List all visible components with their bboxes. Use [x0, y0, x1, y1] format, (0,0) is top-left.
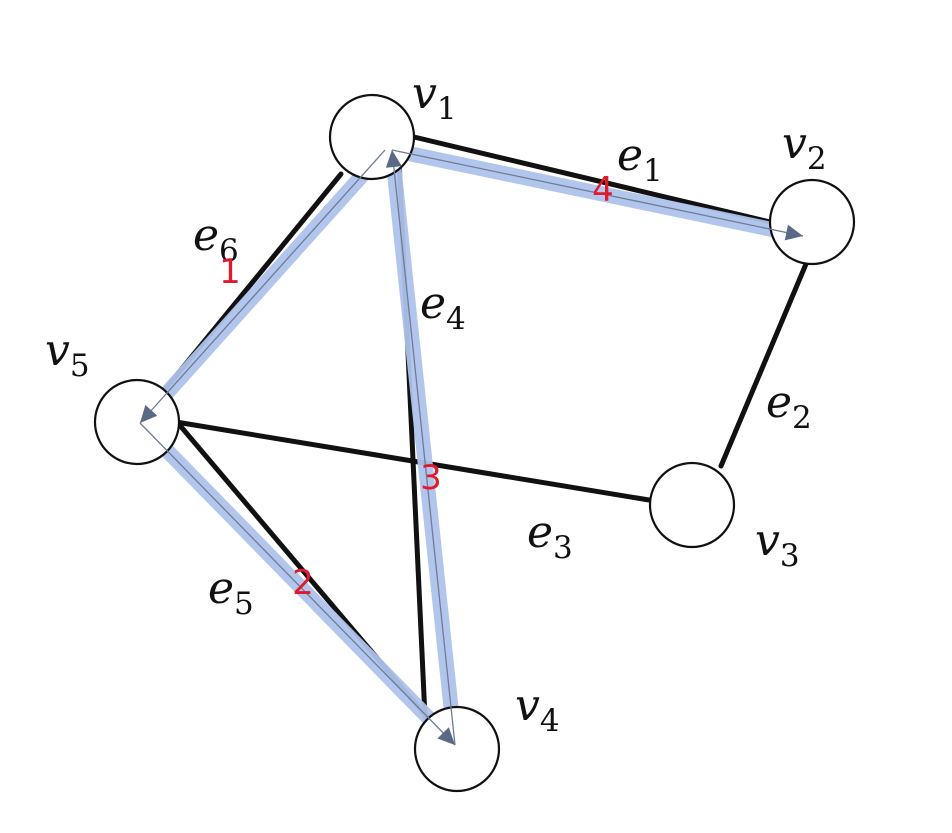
edge-label-e4: e4 — [420, 278, 466, 337]
node-v1 — [328, 93, 416, 181]
walk-order-label-e5: 2 — [292, 563, 314, 603]
edge-e1 — [411, 134, 773, 225]
edge-label-e2: e2 — [766, 377, 812, 436]
walk-order-label-e1: 4 — [592, 170, 614, 210]
node-label-v4: v4 — [515, 680, 560, 739]
edge-label-e1: e1 — [617, 130, 663, 189]
labels-layer: e1 e2 e3 e4 e5 e6 v1 v2 v3 v4 v5 1 2 3 4 — [45, 68, 827, 739]
nodes-layer — [93, 93, 856, 793]
walk-arrowhead-e5 — [437, 727, 455, 745]
node-v2 — [768, 178, 856, 266]
walk-arrows-layer — [139, 149, 804, 746]
edge-e2 — [718, 261, 809, 469]
walk-order-label-e6: 1 — [219, 252, 241, 292]
walk-arrow-line-e4 — [391, 149, 456, 746]
walk-arrow-line-e5 — [139, 422, 456, 746]
node-v3 — [648, 461, 736, 549]
node-label-v1: v1 — [412, 68, 457, 127]
edge-label-e3: e3 — [527, 507, 573, 566]
walk-arrowhead-e4 — [385, 150, 402, 168]
walk-arrowhead-e1 — [784, 224, 803, 241]
edge-label-e6: e6 — [193, 210, 239, 269]
walk-arrow-line-e6 — [139, 149, 386, 424]
node-v4 — [413, 705, 501, 793]
walk-highlight-layer — [132, 142, 811, 753]
walk-arrow-line-e1 — [391, 149, 804, 237]
edge-label-e5: e5 — [208, 563, 254, 622]
node-label-v5: v5 — [45, 325, 90, 384]
node-label-v3: v3 — [755, 515, 800, 574]
walk-order-label-e4: 3 — [420, 458, 442, 498]
walk-arrowhead-e6 — [140, 405, 158, 423]
node-label-v2: v2 — [782, 118, 827, 177]
node-v5 — [93, 378, 181, 466]
